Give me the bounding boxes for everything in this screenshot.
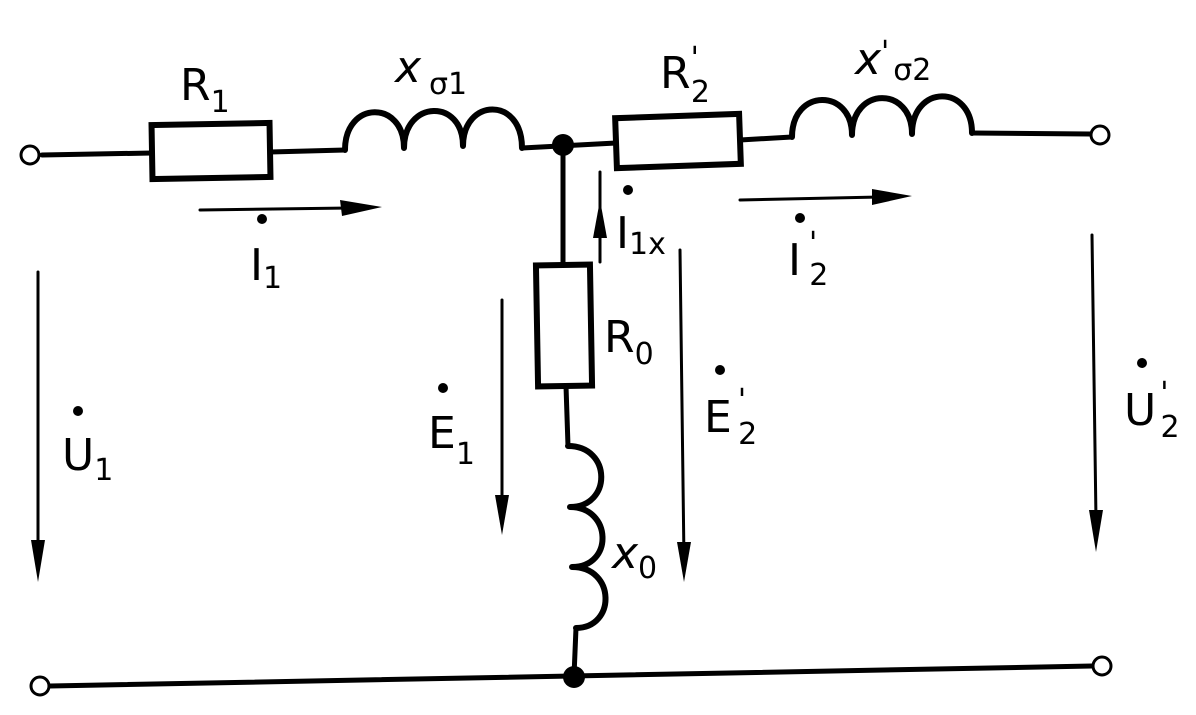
arrow-e2-head [677, 542, 691, 582]
wire-r0-to-x0 [563, 383, 571, 449]
wire-xsigma2-to-output [969, 130, 1093, 137]
inductor-x-sigma1 [342, 106, 525, 153]
arrow-u2-shaft [1090, 233, 1098, 522]
resistor-r0 [532, 261, 596, 390]
label-u2-prime: U'2 [1124, 376, 1180, 445]
label-e1: E1 [428, 408, 475, 472]
terminal-output-bottom [1091, 655, 1113, 677]
label-i1x: I1x [616, 208, 666, 262]
arrow-i1x-head [593, 200, 607, 238]
arrow-i2-head [872, 189, 912, 205]
node-top-junction [552, 134, 574, 156]
arrow-i1-shaft [198, 206, 352, 212]
arrow-e1-head [495, 495, 509, 535]
label-r2-prime: R'2 [660, 41, 710, 110]
label-i2-prime: I'2 [788, 226, 828, 293]
label-e2-prime: E'2 [704, 383, 757, 452]
label-x-sigma2-prime: x'σ2 [853, 34, 931, 88]
arrow-u1-head [31, 540, 45, 582]
terminal-input-top [19, 144, 41, 166]
phasor-dot-u1 [73, 406, 83, 416]
label-r1: R1 [180, 60, 230, 120]
label-u1: U1 [62, 430, 113, 488]
label-r0: R0 [604, 312, 654, 372]
wire-input-to-r1 [39, 150, 155, 158]
arrow-i2-shaft [738, 195, 882, 202]
inductor-x0 [565, 443, 609, 631]
phasor-dot-i1x [623, 185, 633, 195]
inductor-x-sigma2-prime [789, 93, 975, 140]
phasor-dot-e1 [438, 383, 448, 393]
arrow-i1-head [340, 200, 382, 216]
phasor-dot-e2 [715, 365, 725, 375]
phasor-dot-i1 [257, 214, 267, 224]
arrow-e2-shaft [678, 248, 686, 562]
wire-r2-to-xsigma2 [737, 134, 795, 143]
resistor-r2-prime [612, 110, 744, 172]
wire-r1-to-xsigma1 [267, 147, 348, 155]
terminal-input-bottom [29, 675, 51, 697]
arrow-u2-head [1089, 510, 1103, 552]
phasor-dot-u2 [1137, 358, 1147, 368]
resistor-r1 [148, 119, 274, 183]
phasor-dot-i2 [795, 213, 805, 223]
label-x0: x0 [610, 528, 657, 586]
terminal-output-top [1089, 124, 1111, 146]
node-bottom-junction [563, 666, 585, 688]
label-i1: I1 [250, 240, 282, 296]
